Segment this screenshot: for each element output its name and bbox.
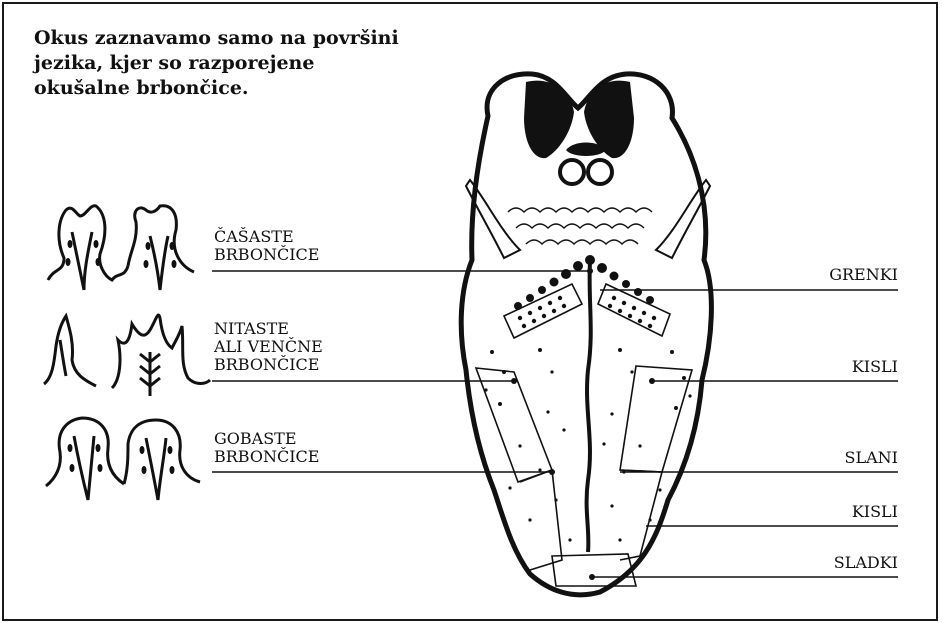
label-line: BRBONČICE xyxy=(214,448,319,466)
label-line: ČAŠASTE xyxy=(214,228,319,246)
taste-label-bitter: GRENKI xyxy=(820,266,898,284)
taste-label-sweet: SLADKI xyxy=(820,554,898,572)
central-opening-left xyxy=(560,160,584,184)
label-circumvallate: ČAŠASTE BRBONČICE xyxy=(214,228,319,264)
label-fungiform: GOBASTE BRBONČICE xyxy=(214,430,319,466)
fungiform-papilla-illustration xyxy=(46,418,200,500)
fungiform-buds xyxy=(68,444,175,474)
taste-label-sour: KISLI xyxy=(820,358,898,376)
filiform-papilla-illustration xyxy=(44,315,210,396)
taste-label-salty: SLANI xyxy=(820,449,898,467)
label-line: GOBASTE xyxy=(214,430,319,448)
circumvallate-buds xyxy=(66,240,177,268)
label-line: BRBONČICE xyxy=(214,246,319,264)
taste-label-sour-front: KISLI xyxy=(820,503,898,521)
label-filiform: NITASTE ALI VENČNE BRBONČICE xyxy=(214,320,323,374)
central-opening-right xyxy=(588,160,612,184)
label-line: BRBONČICE xyxy=(214,356,323,374)
label-line: ALI VENČNE xyxy=(214,338,323,356)
label-line: NITASTE xyxy=(214,320,323,338)
